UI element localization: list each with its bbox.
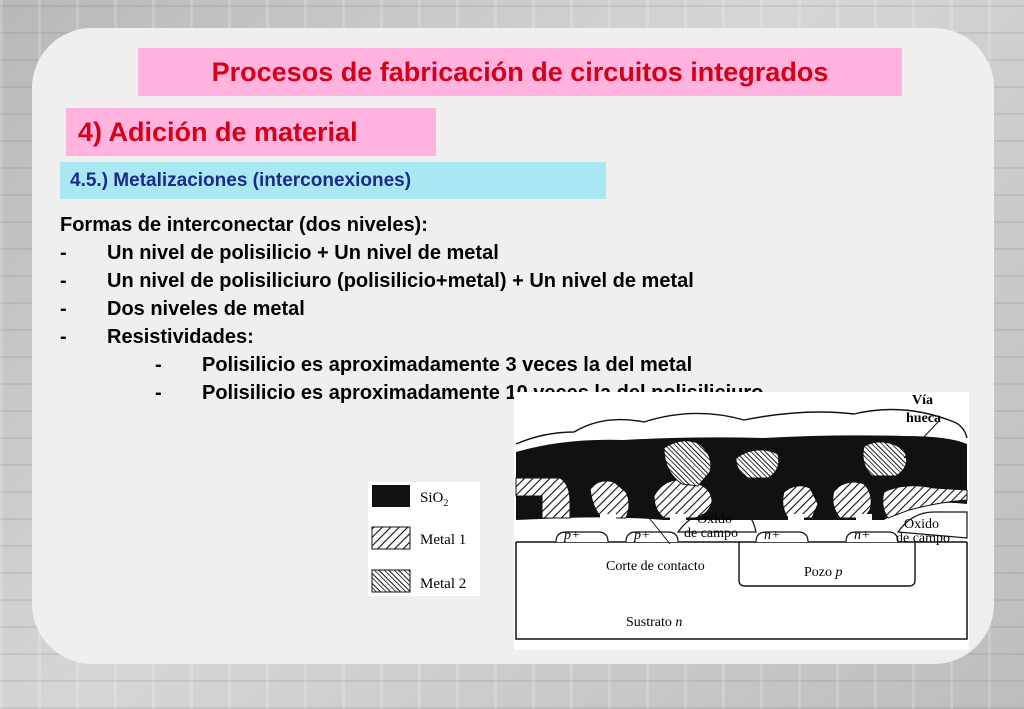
metal1-segment [882,485,968,519]
cross-section: Vía hueca p+ p+ n+ n+ Oxido de campo Oxi… [515,393,968,640]
via-label-line1: Vía [912,393,933,408]
section-heading: 4.5.) Metalizaciones (interconexiones) [60,162,606,199]
n-diffusion-1 [755,531,809,543]
substrate-label: Sustrato n [626,615,682,630]
contact-leader-line [645,513,671,545]
metallization-cross-section-figure: SiO2 Metal 1 Metal 2 [368,392,969,650]
legend-metal2-label: Metal 2 [420,576,466,592]
p-plus-label-2: p+ [633,528,650,543]
bullet-dash: - [60,298,67,320]
contact-gap [856,514,872,522]
top-passivation-outline [515,408,968,445]
p-well-label-text: Pozo [804,565,832,580]
bullet-dash: - [155,354,162,376]
list-item-text: Dos niveles de metal [107,298,305,320]
list-item-text: Resistividades: [107,326,254,348]
field-oxide-label-1-line1: Oxido [697,512,732,527]
field-oxide-label-2-line1: Oxido [904,517,939,532]
metal1-segment [782,485,819,519]
p-well-label-type: p [835,565,843,580]
bullet-dash: - [155,382,162,404]
slide-subtitle: 4) Adición de material [66,108,436,156]
bullet-dash: - [60,270,67,292]
metal1-segment [515,477,571,519]
bullet-dash: - [60,326,67,348]
bullet-dash: - [60,242,67,264]
n-plus-label-2: n+ [854,528,870,543]
list-item-text: Un nivel de polisilicio + Un nivel de me… [107,242,499,264]
substrate-outline [515,542,968,640]
metal1-segment [653,479,713,519]
legend-sio2-label: SiO2 [420,490,448,509]
field-oxide-label-2-line2: de campo [896,531,950,546]
metal1-segment [589,480,630,519]
n-plus-label-1: n+ [764,528,780,543]
p-well-outline [738,542,916,587]
via-leader-line [903,421,939,459]
p-plus-label-1: p+ [563,528,580,543]
sub-list-item-text: Polisilicio es aproximadamente 3 veces l… [202,354,693,376]
slide-title: Procesos de fabricación de circuitos int… [138,48,902,96]
content-heading: Formas de interconectar (dos niveles): [60,214,428,236]
p-diffusion-1 [555,531,609,543]
legend: SiO2 Metal 1 Metal 2 [371,485,466,593]
contact-gap [600,514,616,522]
legend-metal1-label: Metal 1 [420,532,466,548]
contact-cut-label: Corte de contacto [606,559,705,574]
contact-gap [788,514,804,522]
metal2-swatch [371,569,411,593]
metal1-segment [832,481,872,519]
metal2-segment [862,441,908,477]
p-diffusion-2 [625,531,679,543]
contact-gap [670,514,686,522]
field-oxide-2 [896,511,968,539]
field-oxide-label-1-line2: de campo [684,526,738,541]
substrate-label-text: Sustrato [626,615,672,630]
sio2-swatch [372,485,410,507]
p-well-label: Pozo p [804,565,843,580]
n-diffusion-2 [845,531,899,543]
list-item-text: Un nivel de polisiliciuro (polisilicio+m… [107,270,694,292]
metal2-segment [663,440,712,487]
metal2-segment [735,449,780,479]
metal1-swatch [371,526,411,550]
via-label-line2: hueca [906,411,941,426]
substrate-label-type: n [675,615,682,630]
